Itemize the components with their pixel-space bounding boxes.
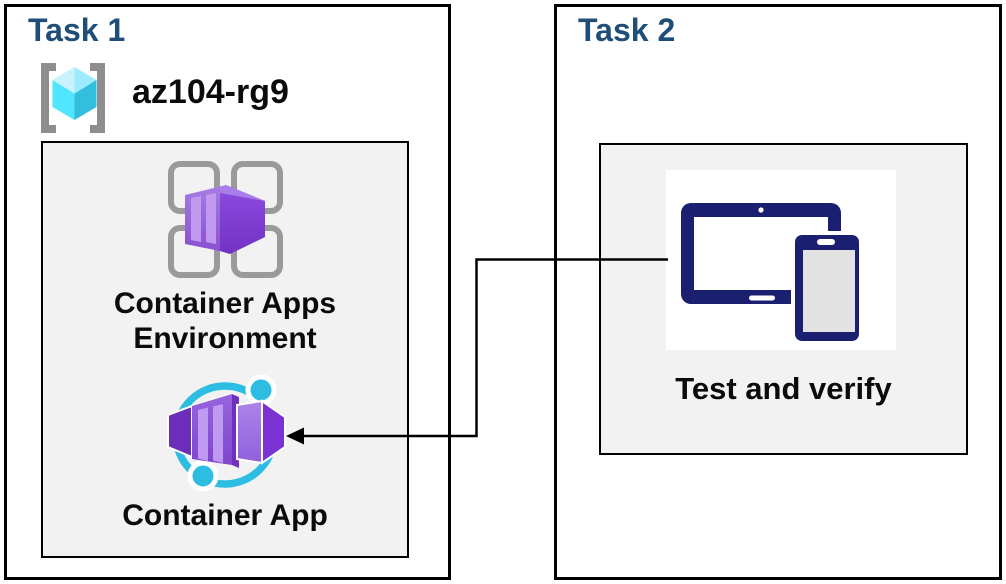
container-apps-environment-label: Container Apps Environment [113, 287, 337, 355]
tablet-home-button [749, 295, 775, 301]
container-app-label: Container App [122, 499, 328, 532]
tablet-and-phone-icon [666, 170, 896, 350]
container-apps-environment-icon [158, 152, 293, 292]
task2-title: Task 2 [578, 12, 676, 48]
test-and-verify-label: Test and verify [675, 371, 892, 406]
task1-box: Task 1 az104-rg9 [4, 4, 451, 580]
task2-inner-box: Test and verify [599, 143, 968, 455]
bracket-right [90, 63, 105, 133]
task1-title: Task 1 [28, 12, 126, 48]
resource-group-name: az104-rg9 [132, 73, 289, 111]
phone-screen [803, 250, 855, 332]
tablet-camera [758, 207, 764, 213]
task1-inner-box: Container Apps Environment [41, 141, 409, 558]
phone-speaker [817, 239, 835, 245]
task2-box: Task 2 Test and verify [554, 4, 1002, 580]
bracket-left [41, 63, 56, 133]
container-app-icon [160, 373, 295, 503]
resource-group-icon [37, 63, 109, 133]
cyan-dot-bottom [187, 460, 219, 492]
